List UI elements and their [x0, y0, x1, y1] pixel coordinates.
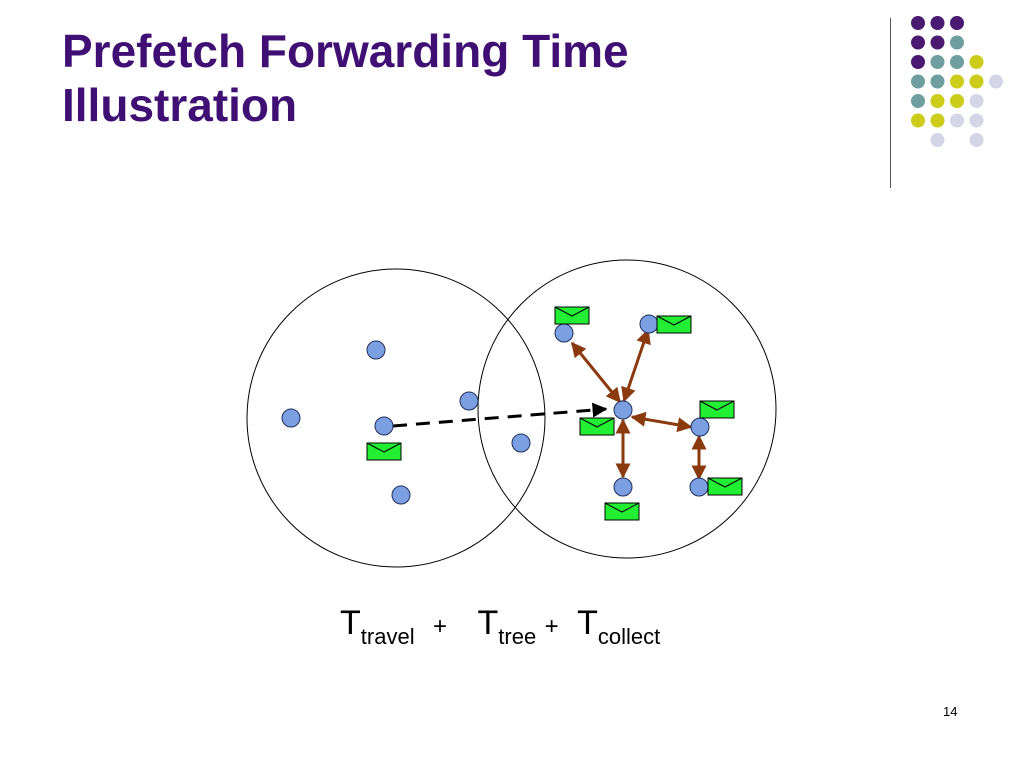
formula-sub-collect: collect	[597, 624, 661, 649]
node-center	[613, 400, 633, 420]
formula-t-travel: T	[340, 604, 361, 642]
envelope-icon	[604, 502, 640, 521]
sensor-nodes	[281, 314, 710, 505]
decorative-dot-grid	[911, 16, 1003, 147]
decorative-dot	[950, 113, 964, 128]
decorative-dot	[969, 74, 984, 89]
formula-plus-2: +	[544, 613, 559, 640]
node-left-top	[366, 340, 386, 360]
formula-plus-1: +	[433, 613, 448, 640]
envelope-icon	[579, 417, 615, 436]
decorative-dot	[950, 16, 964, 30]
time-formula: Ttravel + Ttree + Tcollect	[340, 604, 660, 649]
node-bottom	[613, 477, 633, 497]
formula-sub-travel: travel	[360, 624, 415, 649]
node-bottom-right	[689, 477, 709, 497]
tree-arrows	[570, 328, 707, 481]
slide-title-line-2: Illustration	[62, 79, 298, 131]
decorative-dot	[930, 74, 945, 89]
tree-arrow-to-upper-left	[570, 341, 622, 404]
node-upper-left	[554, 323, 574, 343]
decorative-dot	[969, 94, 984, 108]
envelopes	[366, 306, 743, 521]
right-range-circle	[477, 259, 777, 559]
decorative-dot	[911, 35, 925, 50]
page-number: 14	[943, 704, 958, 719]
decorative-dot	[989, 74, 1003, 89]
decorative-dot	[911, 74, 925, 89]
node-left-far	[281, 408, 301, 428]
decorative-dot	[911, 16, 925, 30]
slide-title: Prefetch Forwarding Time Illustration	[62, 24, 862, 132]
decorative-dot	[930, 35, 945, 50]
formula-t-collect: T	[577, 604, 598, 642]
travel-dashed-arrow	[392, 402, 608, 428]
decorative-dot	[930, 94, 945, 108]
title-divider	[890, 18, 891, 188]
envelope-icon	[699, 400, 735, 419]
decorative-dot	[950, 74, 964, 89]
decorative-dot	[930, 55, 945, 69]
node-right	[690, 417, 710, 437]
envelope-icon	[554, 306, 590, 325]
decorative-dot	[930, 113, 945, 128]
decorative-dot	[911, 55, 925, 69]
envelope-icon	[656, 315, 692, 334]
decorative-dot	[950, 55, 964, 69]
tree-arrow-to-upper-right	[621, 328, 651, 403]
decorative-dot	[911, 113, 925, 128]
slide-title-line-1: Prefetch Forwarding Time	[62, 25, 629, 77]
node-overlap-bottom	[511, 433, 531, 453]
decorative-dot	[969, 133, 984, 147]
decorative-dot	[911, 94, 925, 108]
decorative-dot	[969, 113, 984, 128]
node-upper-right	[639, 314, 659, 334]
tree-arrow-to-right	[630, 411, 693, 433]
envelope-icon	[707, 477, 743, 496]
decorative-dot	[950, 35, 964, 50]
node-left-bottom	[391, 485, 411, 505]
formula-t-tree: T	[477, 604, 499, 642]
decorative-dot	[969, 55, 984, 69]
node-source	[374, 416, 394, 436]
left-range-circle	[246, 268, 546, 568]
formula-sub-tree: tree	[498, 624, 537, 649]
decorative-dot	[930, 133, 945, 147]
envelope-icon	[366, 442, 402, 461]
decorative-dot	[930, 16, 945, 30]
node-overlap-top	[459, 391, 479, 411]
decorative-dot	[950, 94, 964, 108]
